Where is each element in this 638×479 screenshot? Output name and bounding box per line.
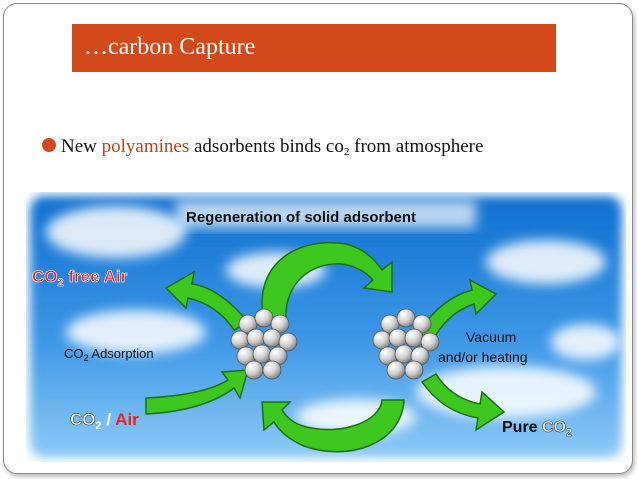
arrow-co2-free-air (164, 270, 250, 331)
pure-co2-label: Pure CO2 (502, 419, 572, 439)
bullet-subscript: 2 (343, 146, 350, 158)
arrow-incoming-right (416, 278, 498, 344)
bullet-dot-icon (42, 138, 56, 152)
slide-title: …carbon Capture (84, 34, 256, 60)
bullet-item: New polyamines adsorbents binds co2 from… (42, 136, 483, 158)
regeneration-label: Regeneration of solid adsorbent (186, 209, 416, 226)
arrow-co2-air-in (145, 369, 250, 415)
vacuum-label: Vacuum (466, 329, 516, 345)
co2-adsorption-label: CO2 Adsorption (64, 346, 154, 363)
slide: …carbon Capture New polyamines adsorbent… (3, 3, 633, 474)
arrow-pure-co2 (420, 372, 506, 432)
heating-label: and/or heating (438, 349, 528, 365)
arrow-regeneration-top (261, 242, 393, 321)
co2-air-label: CO2 / Air (70, 410, 139, 432)
bullet-highlight: polyamines (101, 136, 190, 157)
co2-free-air-label: CO2 free Air (32, 267, 128, 289)
adsorbent-cluster-left (230, 308, 298, 380)
adsorbent-cluster-right (372, 308, 440, 380)
arrow-return-bottom (261, 399, 405, 453)
bullet-text-end: from atmosphere (349, 136, 484, 157)
label-band (176, 200, 476, 228)
flow-arrows (145, 242, 506, 453)
carbon-capture-diagram: Regeneration of solid adsorbent CO2 free… (30, 196, 622, 458)
bullet-text-before: New (61, 136, 102, 157)
bullet-text-after: adsorbents binds co (189, 136, 344, 157)
title-bar: …carbon Capture (72, 24, 556, 72)
